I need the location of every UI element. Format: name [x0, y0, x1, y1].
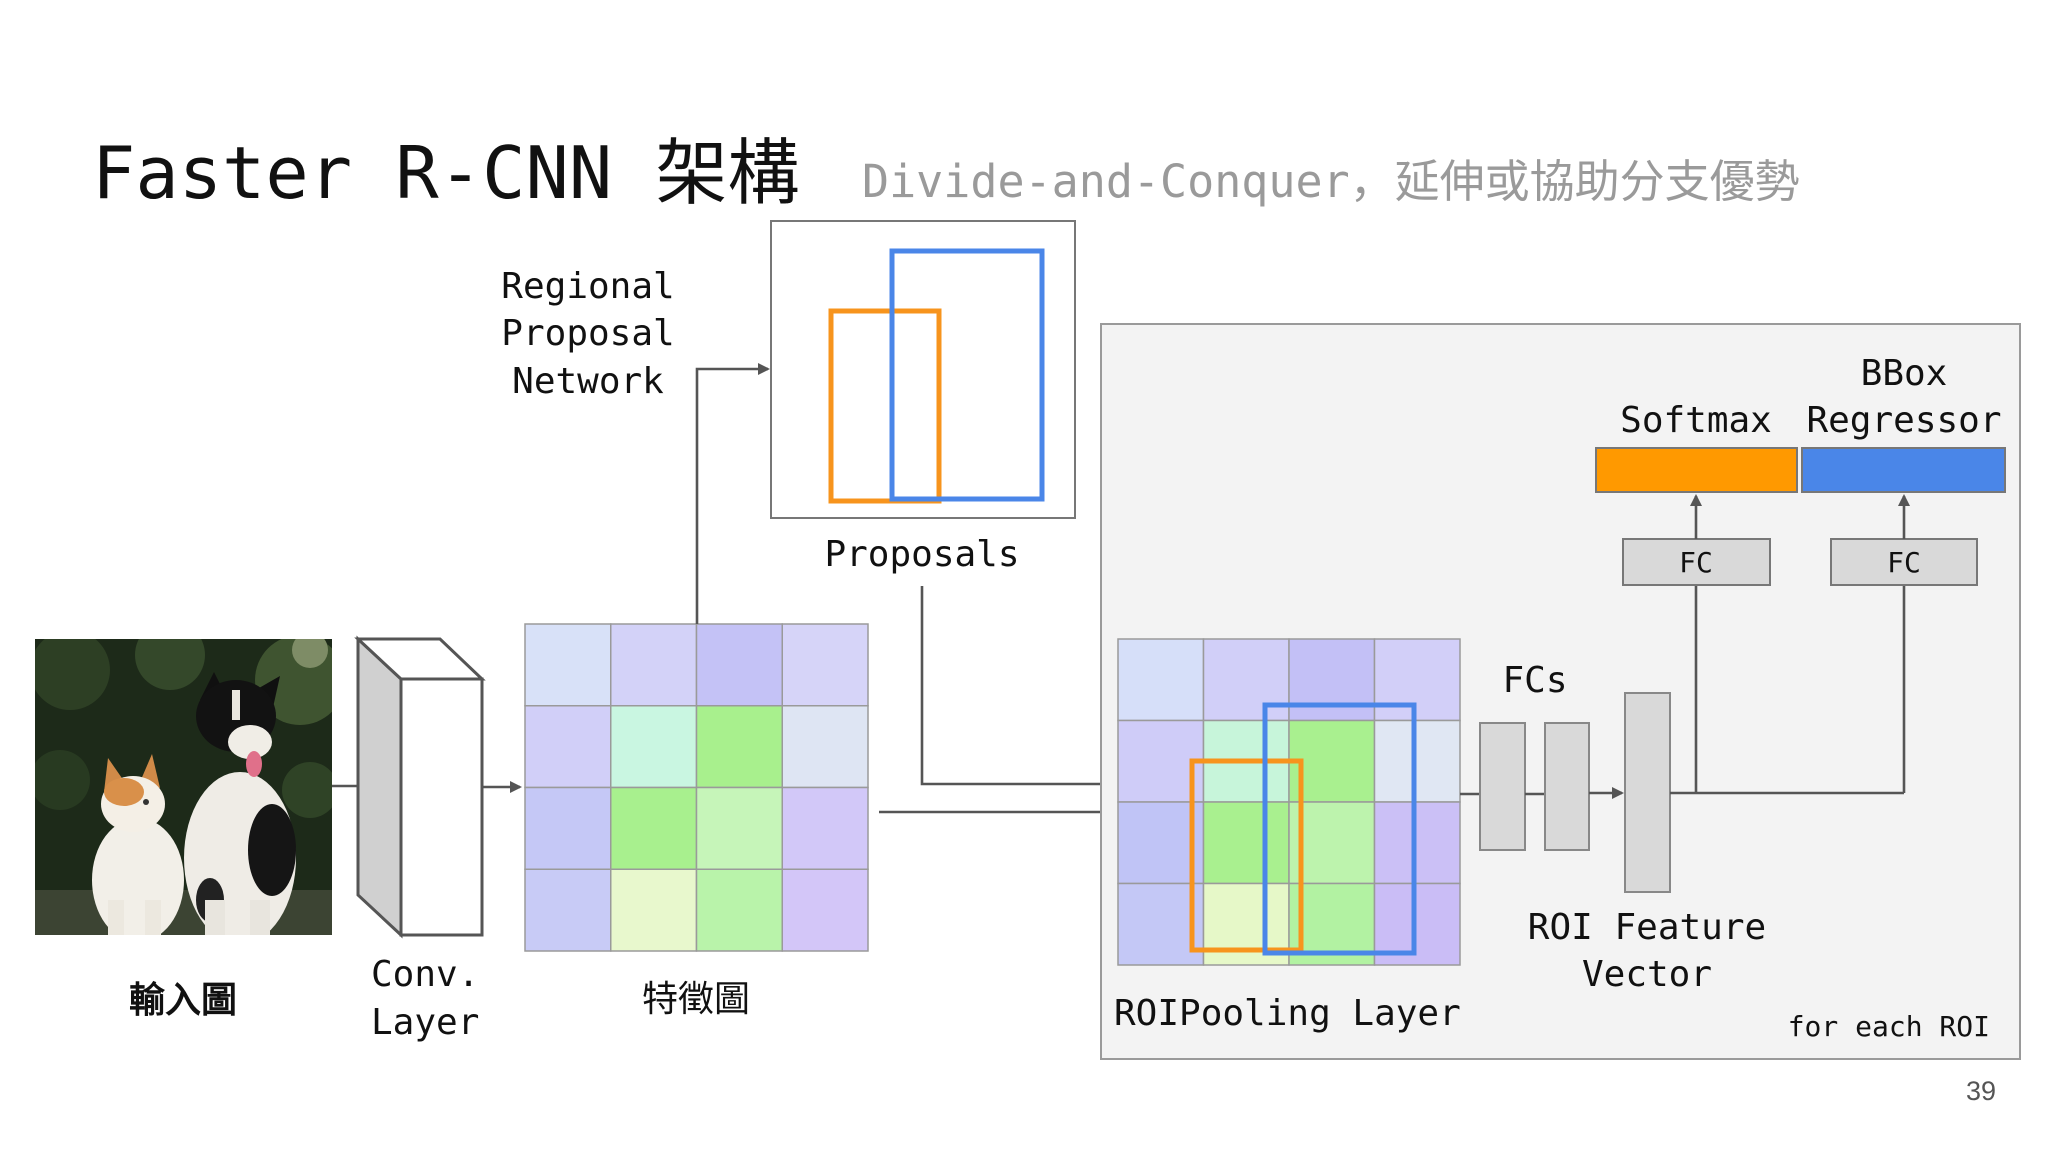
feature-map-cell: [610, 623, 698, 707]
subtitle-chinese: 延伸或協助分支優勢: [1395, 155, 1800, 208]
cat-eye: [143, 799, 149, 805]
fc-bar-1: [1479, 722, 1526, 851]
feature-map-cell: [610, 705, 698, 789]
dog-leg: [250, 900, 270, 935]
rpn-label-line-1: Regional: [501, 266, 674, 307]
feature-map-cell: [695, 705, 783, 789]
fcs-label: FCs: [1502, 660, 1567, 701]
conv-label-line-2: Layer: [371, 1002, 479, 1043]
bbox-label-line-2: Regressor: [1806, 400, 2001, 441]
rpn-label-line-3: Network: [512, 361, 664, 402]
subtitle-english: Divide-and-Conquer，: [862, 155, 1395, 208]
roi-pooling-cell: [1373, 638, 1461, 722]
conv-side-face: [356, 635, 403, 939]
conv-label-line-1: Conv.: [371, 954, 479, 995]
slide-subtitle: Divide-and-Conquer，延伸或協助分支優勢: [862, 155, 1800, 208]
roi-pooling-grid: [1117, 638, 1461, 966]
fc-box-softmax: [1622, 538, 1771, 586]
dog-blaze: [232, 690, 240, 720]
feature-map-cell: [524, 868, 612, 952]
proposal-orange-box: [828, 308, 942, 504]
photo-foliage: [35, 750, 90, 810]
photo-foliage: [35, 639, 110, 710]
feature-map-cell: [610, 868, 698, 952]
softmax-label: Softmax: [1620, 400, 1772, 441]
conv-layer-box: [354, 635, 486, 939]
rpn-label-line-2: Proposal: [501, 313, 674, 354]
feature-map-cell: [695, 868, 783, 952]
feature-map-cell: [524, 786, 612, 870]
cat-body: [92, 818, 184, 935]
feature-map-cell: [524, 623, 612, 707]
feature-map-cell: [524, 705, 612, 789]
roi-pooling-cell: [1117, 801, 1205, 885]
proposals-box: [770, 220, 1076, 519]
slide-title: Faster R-CNN 架構: [92, 131, 800, 215]
roi-pooling-cell: [1373, 719, 1461, 803]
feature-map-cell: [695, 623, 783, 707]
proposals-label: Proposals: [824, 534, 1019, 575]
bbox-label-line-1: BBox: [1861, 353, 1948, 394]
arrow-proposals-to-roi-pooling: [920, 586, 1114, 790]
conv-front-face: [399, 677, 484, 937]
roi-feature-vector-bar: [1624, 692, 1671, 893]
roi-pooling-cell: [1202, 638, 1290, 722]
per-roi-note: for each ROI: [1788, 1010, 1990, 1043]
bbox-regressor-bar: [1801, 447, 2006, 493]
feature-map-cell: [781, 705, 869, 789]
dog-tongue: [246, 751, 262, 777]
roi-blue-box: [1262, 702, 1417, 956]
cat-leg: [108, 900, 124, 935]
dog-muzzle: [228, 725, 272, 759]
photo-foliage: [135, 639, 205, 690]
feature-map-cell: [781, 786, 869, 870]
roi-pooling-cell: [1373, 801, 1461, 885]
roi-vector-label-line-2: Vector: [1582, 954, 1712, 995]
dog-leg: [205, 900, 225, 935]
dog-patch: [248, 804, 296, 896]
fc-box-bbox: [1830, 538, 1978, 586]
cat-leg: [145, 900, 161, 935]
input-image-label: 輸入圖: [129, 980, 237, 1021]
fc-bar-2: [1544, 722, 1590, 851]
roi-vector-label-line-1: ROI Feature: [1528, 907, 1766, 948]
arrow-rpn-to-proposals: [695, 363, 770, 624]
roi-pooling-cell: [1202, 801, 1290, 885]
softmax-bar: [1595, 447, 1798, 493]
fc-box-bbox-label: FC: [1887, 546, 1921, 579]
roi-pooling-label: ROIPooling Layer: [1114, 993, 1461, 1034]
roi-pooling-cell: [1288, 638, 1376, 722]
cat-patch: [104, 778, 144, 806]
feature-map-grid: [524, 623, 869, 952]
photo-foliage: [292, 639, 328, 668]
proposal-blue-box: [889, 248, 1045, 502]
page-number: 39: [1966, 1076, 1996, 1106]
roi-orange-box: [1189, 758, 1304, 953]
feature-map-cell: [695, 786, 783, 870]
feature-map-cell: [781, 868, 869, 952]
photo-foliage: [282, 762, 332, 818]
fc-box-softmax-label: FC: [1679, 546, 1713, 579]
roi-pooling-cell: [1117, 638, 1205, 722]
feature-map-cell: [781, 623, 869, 707]
feature-map-label: 特徵圖: [642, 979, 750, 1020]
feature-map-cell: [610, 786, 698, 870]
input-photo: [35, 639, 332, 935]
